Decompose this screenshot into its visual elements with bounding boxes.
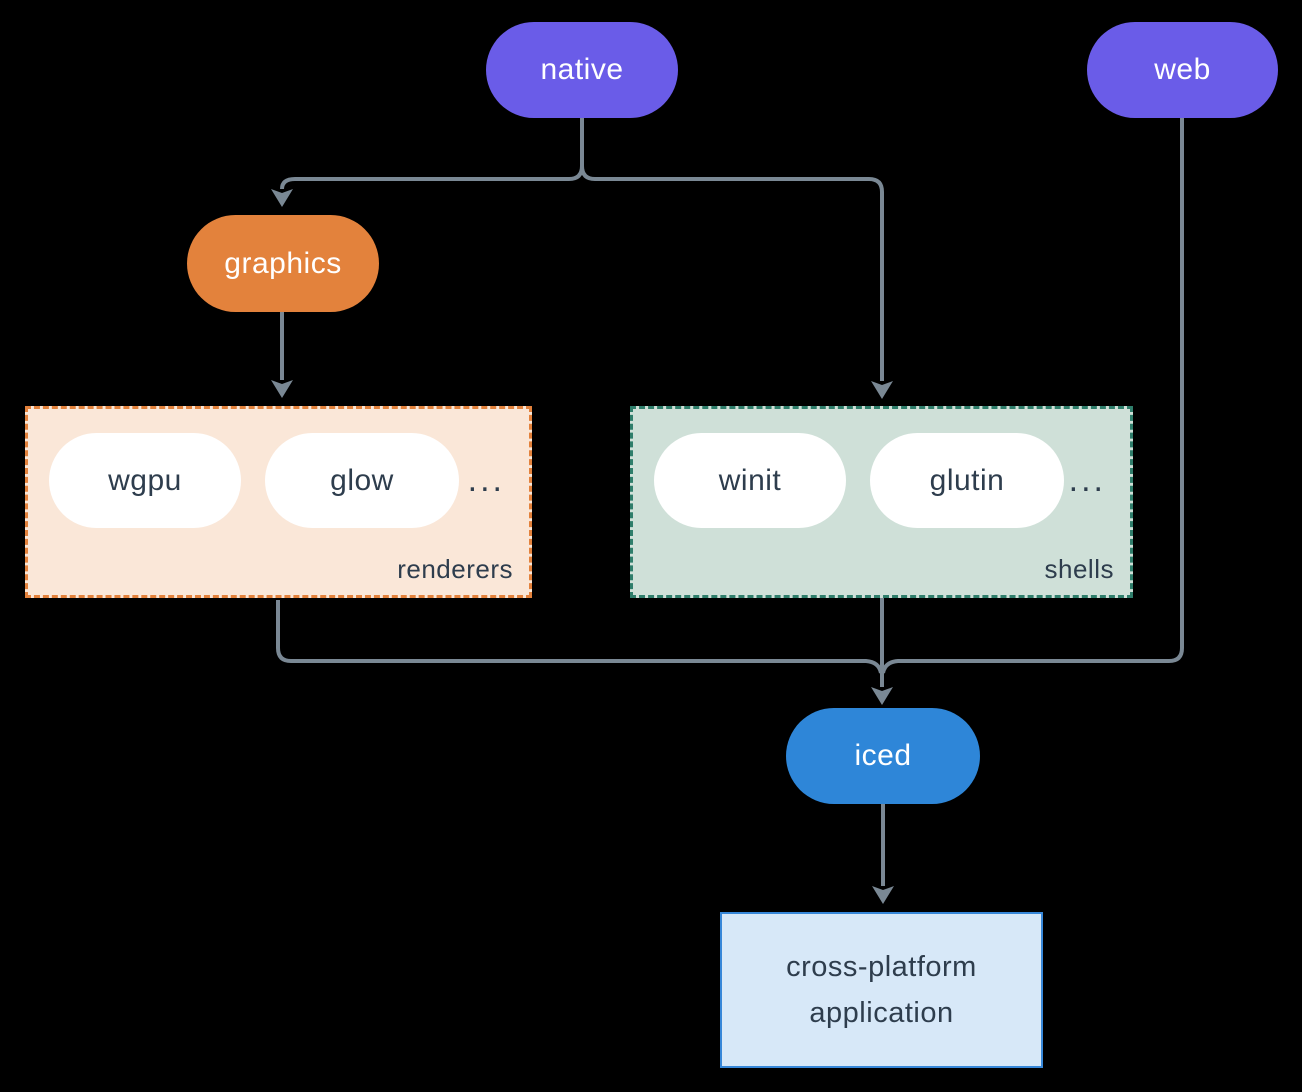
group-shells: winit glutin ... shells xyxy=(630,406,1133,598)
shells-ellipsis: ... xyxy=(1068,461,1106,499)
edge-web-to-iced xyxy=(881,118,1184,674)
renderers-group-label: renderers xyxy=(397,554,513,584)
node-iced-label: iced xyxy=(854,739,912,772)
arrowhead-iced xyxy=(871,687,893,705)
node-winit: winit xyxy=(654,433,846,528)
arrowhead-renderers xyxy=(271,380,293,398)
node-iced: iced xyxy=(786,708,980,804)
node-wgpu-label: wgpu xyxy=(108,463,182,497)
node-graphics-label: graphics xyxy=(224,246,342,280)
node-native-label: native xyxy=(540,53,624,86)
arrowhead-shells xyxy=(871,381,893,399)
arrowhead-graphics xyxy=(271,189,293,207)
edge-native-to-graphics xyxy=(280,118,584,190)
arrowhead-application xyxy=(872,886,894,904)
node-glow-label: glow xyxy=(330,463,394,497)
renderers-ellipsis: ... xyxy=(467,461,505,499)
node-native: native xyxy=(486,22,678,118)
node-winit-label: winit xyxy=(718,463,782,497)
node-web: web xyxy=(1087,22,1278,118)
node-web-label: web xyxy=(1154,53,1211,86)
node-cross-platform-application: cross-platform application xyxy=(720,912,1043,1068)
node-graphics: graphics xyxy=(187,215,379,312)
node-glutin-label: glutin xyxy=(929,463,1005,497)
edge-native-to-shells xyxy=(580,118,884,381)
node-wgpu: wgpu xyxy=(49,433,241,528)
node-glow: glow xyxy=(265,433,459,528)
application-label-line1: cross-platform xyxy=(786,951,977,983)
node-glutin: glutin xyxy=(870,433,1064,528)
application-label-line2: application xyxy=(809,997,954,1029)
group-renderers: wgpu glow ... renderers xyxy=(25,406,532,598)
edge-renderers-to-iced xyxy=(276,600,883,674)
shells-group-label: shells xyxy=(1044,554,1114,584)
